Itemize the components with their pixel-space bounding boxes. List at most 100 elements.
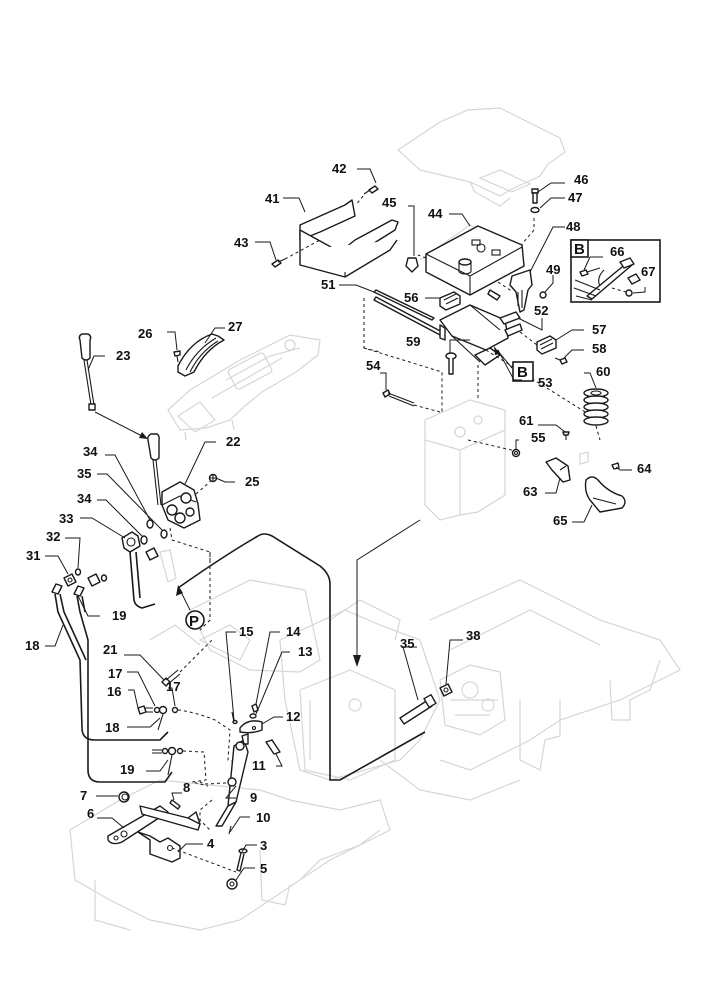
callout-21[interactable]: 21	[103, 642, 117, 657]
part-9-cylinder[interactable]	[215, 733, 249, 827]
callout-35[interactable]: 35	[77, 466, 91, 481]
callout-45[interactable]: 45	[382, 195, 396, 210]
callout-26[interactable]: 26	[138, 326, 152, 341]
callout-7[interactable]: 7	[80, 788, 87, 803]
part-4-bracket[interactable]	[137, 831, 181, 863]
callout-49[interactable]: 49	[546, 262, 560, 277]
callout-17[interactable]: 17	[108, 666, 122, 681]
callout-61[interactable]: 61	[519, 413, 533, 428]
callout-54[interactable]: 54	[366, 358, 381, 373]
callout-33[interactable]: 33	[59, 511, 73, 526]
callout-58[interactable]: 58	[592, 341, 606, 356]
callout-64[interactable]: 64	[637, 461, 652, 476]
callout-6[interactable]: 6	[87, 806, 94, 821]
callout-60[interactable]: 60	[596, 364, 610, 379]
callout-13[interactable]: 13	[298, 644, 312, 659]
callout-59[interactable]: 59	[406, 334, 420, 349]
callout-25[interactable]: 25	[245, 474, 259, 489]
part-15-pin[interactable]	[231, 711, 238, 725]
part-55-nut[interactable]	[511, 448, 521, 458]
callout-42[interactable]: 42	[332, 161, 346, 176]
part-22-lever-installed[interactable]	[147, 433, 162, 506]
part-42-screw[interactable]	[363, 185, 379, 195]
callout-22[interactable]: 22	[226, 434, 240, 449]
part-61-screw[interactable]	[562, 431, 570, 440]
callout-3[interactable]: 3	[260, 838, 267, 853]
callout-18[interactable]: 18	[25, 638, 39, 653]
callout-14[interactable]: 14	[286, 624, 301, 639]
part-10-pin[interactable]	[228, 825, 232, 835]
part-22-valve[interactable]	[161, 481, 201, 529]
part-44-seat-plate[interactable]	[425, 225, 525, 296]
part-45-bumper[interactable]	[405, 257, 419, 273]
part-65-plate[interactable]	[584, 476, 626, 513]
callout-38[interactable]: 38	[466, 628, 480, 643]
callout-19[interactable]: 19	[112, 608, 126, 623]
part-33-fitting[interactable]	[121, 531, 141, 553]
part-35-connector[interactable]	[399, 693, 437, 725]
part-27-gate[interactable]	[177, 333, 225, 377]
callout-4[interactable]: 4	[207, 836, 215, 851]
part-43-screw[interactable]	[271, 258, 286, 268]
callout-27[interactable]: 27	[228, 319, 242, 334]
part-41-bracket[interactable]	[299, 199, 399, 278]
part-34b-oring[interactable]	[140, 535, 148, 545]
callout-55[interactable]: 55	[531, 430, 545, 445]
callout-17b[interactable]: 17	[166, 679, 180, 694]
part-7-bushing[interactable]	[118, 791, 130, 803]
part-17-washer[interactable]	[153, 706, 161, 714]
callout-12[interactable]: 12	[286, 709, 300, 724]
part-60-spring[interactable]	[583, 388, 609, 426]
part-47-washer[interactable]	[530, 206, 540, 214]
part-12-cap[interactable]	[239, 720, 263, 734]
callout-9[interactable]: 9	[250, 790, 257, 805]
callout-66[interactable]: 66	[610, 244, 624, 259]
part-48-latch[interactable]	[509, 269, 533, 313]
part-67-nut[interactable]	[625, 289, 633, 297]
part-32-oring[interactable]	[74, 568, 82, 576]
part-52-scissor-frame[interactable]	[439, 304, 523, 366]
callout-35-pump[interactable]: 35	[400, 636, 414, 651]
callout-44[interactable]: 44	[428, 206, 443, 221]
part-18-hose[interactable]	[51, 583, 169, 741]
callout-41[interactable]: 41	[265, 191, 279, 206]
callout-48[interactable]: 48	[566, 219, 580, 234]
callout-34b[interactable]: 34	[77, 491, 92, 506]
part-59-pin[interactable]	[445, 352, 457, 375]
callout-10[interactable]: 10	[256, 810, 270, 825]
part-35-seal[interactable]	[160, 529, 168, 539]
callout-16[interactable]: 16	[107, 684, 121, 699]
part-31-fitting[interactable]	[63, 573, 77, 587]
part-63-bracket[interactable]	[545, 457, 571, 483]
callout-5[interactable]: 5	[260, 861, 267, 876]
callout-46[interactable]: 46	[574, 172, 588, 187]
callout-53[interactable]: 53	[538, 375, 552, 390]
part-56-bumper[interactable]	[439, 291, 461, 311]
callout-56[interactable]: 56	[404, 290, 418, 305]
callout-51[interactable]: 51	[321, 277, 335, 292]
part-35b-fitting[interactable]	[145, 547, 177, 583]
part-13-washer[interactable]	[249, 713, 257, 719]
part-38-adapter[interactable]	[439, 683, 453, 697]
part-46-bolt[interactable]	[531, 188, 539, 204]
part-11-bolt[interactable]	[265, 739, 281, 755]
part-16-bolt[interactable]	[137, 705, 153, 715]
callout-18b[interactable]: 18	[105, 720, 119, 735]
callout-67[interactable]: 67	[641, 264, 655, 279]
part-66-pin[interactable]	[579, 267, 601, 277]
part-26-screw[interactable]	[173, 350, 181, 363]
callout-23[interactable]: 23	[116, 348, 130, 363]
callout-43[interactable]: 43	[234, 235, 248, 250]
part-5-nut[interactable]	[226, 878, 238, 890]
part-31b-fitting[interactable]	[87, 573, 101, 587]
part-17b-washer[interactable]	[171, 706, 179, 714]
part-58-screw[interactable]	[554, 357, 568, 365]
callout-52[interactable]: 52	[534, 303, 548, 318]
part-25-nut[interactable]	[208, 473, 218, 483]
part-6-lever[interactable]	[107, 805, 201, 845]
callout-19b[interactable]: 19	[120, 762, 134, 777]
part-19b-bolt[interactable]	[152, 746, 184, 756]
pressure-hose[interactable]	[177, 533, 426, 781]
callout-47[interactable]: 47	[568, 190, 582, 205]
part-34-oring[interactable]	[146, 519, 154, 529]
